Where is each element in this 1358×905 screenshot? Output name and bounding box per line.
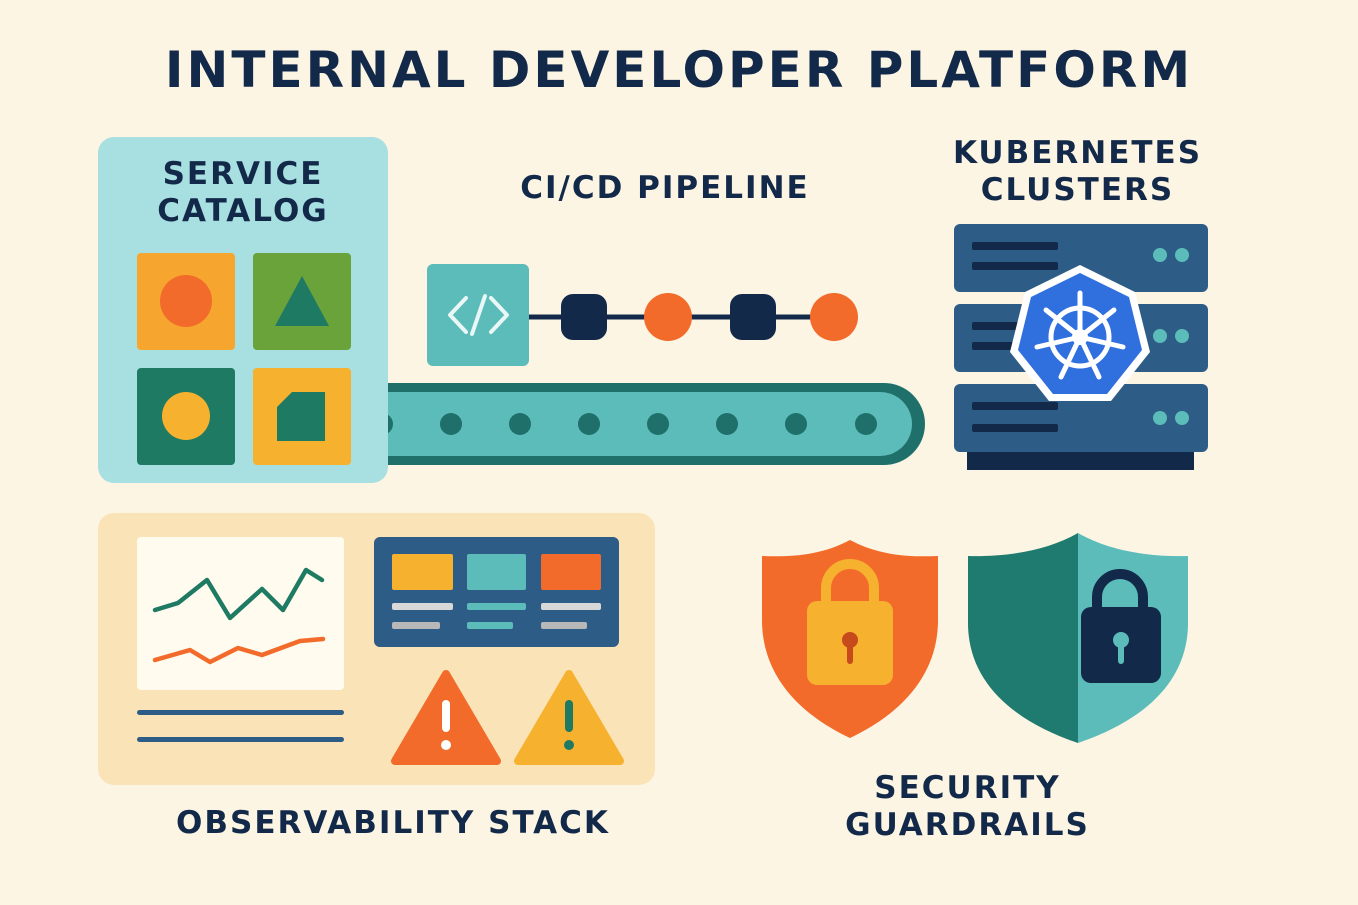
observability-stack-label: OBSERVABILITY STACK (176, 805, 610, 841)
shield-lock-icon-teal (968, 533, 1188, 743)
kubernetes-clusters-label: KUBERNETES CLUSTERS (952, 135, 1203, 209)
catalog-tile-orange-circle (137, 253, 235, 350)
metric-line-orange (152, 636, 326, 665)
line-chart-card (137, 537, 344, 690)
code-icon (427, 264, 529, 366)
server-status-lights (1153, 248, 1189, 425)
circle-icon (160, 275, 212, 327)
security-guardrails-label: SECURITY GUARDRAILS (845, 770, 1090, 844)
catalog-tile-green-triangle (253, 253, 351, 350)
catalog-tile-yellow-shape (253, 368, 351, 465)
cicd-pipeline-label: CI/CD PIPELINE (520, 170, 810, 206)
metric-line-green (152, 567, 325, 621)
page-title: INTERNAL DEVELOPER PLATFORM (164, 41, 1194, 99)
service-catalog-label: SERVICE CATALOG (157, 156, 329, 230)
catalog-tile-teal-circle (137, 368, 235, 465)
service-catalog-panel (98, 137, 388, 483)
pipeline-step-node (644, 293, 692, 341)
pipeline-stage-node (730, 294, 776, 340)
dashboard-card (374, 537, 619, 647)
log-lines (137, 710, 344, 742)
document-shape-icon (277, 392, 325, 441)
warning-icon-yellow (514, 670, 624, 765)
triangle-icon (275, 276, 329, 326)
observability-panel (98, 513, 655, 785)
pipeline-step-node (810, 293, 858, 341)
kubernetes-logo-icon (1010, 265, 1150, 401)
circle-icon (162, 392, 210, 440)
pipeline-stage-node (561, 294, 607, 340)
shield-lock-icon-orange (762, 540, 938, 738)
warning-icon-orange (391, 670, 501, 765)
cicd-pipeline (427, 264, 858, 366)
conveyor-belt (340, 383, 925, 465)
